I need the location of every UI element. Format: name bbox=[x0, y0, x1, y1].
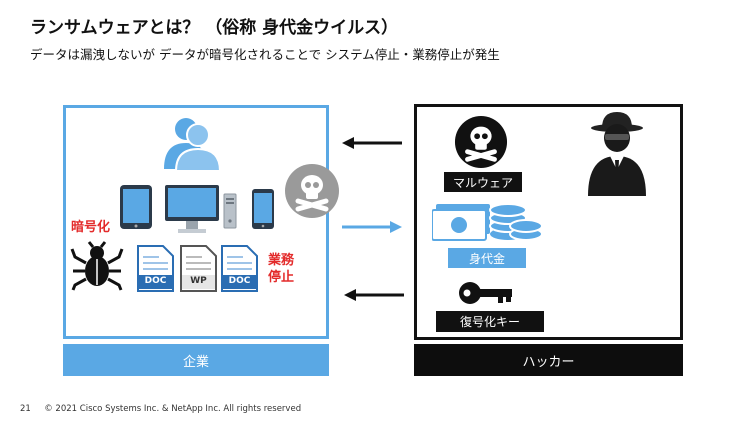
money-icon bbox=[432, 200, 544, 244]
hacker-box bbox=[414, 104, 683, 340]
pc-tower-icon bbox=[223, 193, 237, 229]
document-type-label: DOC bbox=[144, 276, 167, 286]
skull-crossbones-icon bbox=[284, 163, 340, 219]
document-icon: WP bbox=[180, 245, 217, 292]
document-icon: DOC bbox=[137, 245, 174, 292]
slide-title: ランサムウェアとは？ （俗称 身代金ウイルス） bbox=[30, 18, 399, 38]
malware-label: マルウェア bbox=[444, 172, 522, 192]
page-number: 21 bbox=[20, 404, 31, 414]
key-icon bbox=[458, 280, 514, 306]
skull-crossbones-icon bbox=[454, 115, 508, 169]
smartphone-icon bbox=[251, 188, 275, 230]
copyright-text: © 2021 Cisco Systems Inc. & NetApp Inc. … bbox=[44, 404, 302, 414]
decryption-key-label: 復号化キー bbox=[436, 311, 544, 332]
tablet-icon bbox=[119, 184, 153, 230]
document-type-label: WP bbox=[190, 276, 207, 286]
arrow-left-icon bbox=[342, 288, 406, 302]
slide-footer: 21 © 2021 Cisco Systems Inc. & NetApp In… bbox=[20, 404, 301, 414]
bug-icon bbox=[70, 241, 124, 291]
hacker-figure-icon bbox=[586, 110, 648, 198]
document-icon: DOC bbox=[221, 245, 258, 292]
arrow-right-icon bbox=[340, 220, 404, 234]
users-icon bbox=[160, 113, 222, 171]
business-stop-label: 業務 停止 bbox=[268, 253, 295, 285]
encrypt-label: 暗号化 bbox=[71, 220, 111, 235]
arrow-left-icon bbox=[340, 136, 404, 150]
hacker-label: ハッカー bbox=[414, 344, 683, 376]
ransom-label: 身代金 bbox=[448, 248, 526, 268]
enterprise-label: 企業 bbox=[63, 344, 329, 376]
document-type-label: DOC bbox=[228, 276, 251, 286]
desktop-monitor-icon bbox=[164, 184, 220, 236]
enterprise-box bbox=[63, 105, 329, 339]
slide-subtitle: データは漏洩しないが データが暗号化されることで システム停止・業務停止が発生 bbox=[30, 47, 500, 62]
